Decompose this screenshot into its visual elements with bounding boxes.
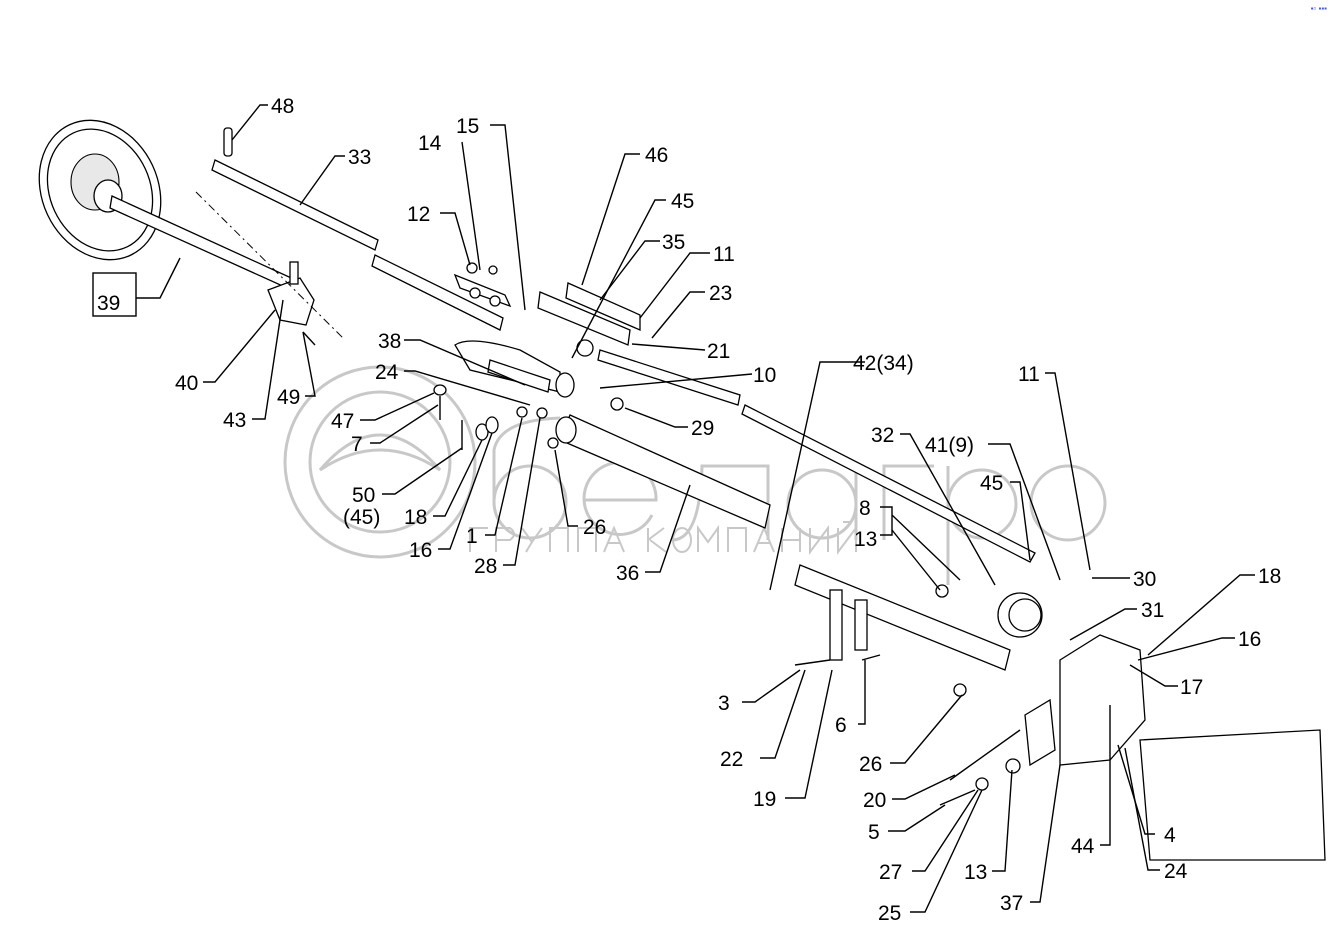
callout-49: 49 (277, 386, 300, 409)
callout-50: 50 (352, 484, 375, 507)
bar-parts (211, 127, 1326, 861)
callout-18b: 18 (1258, 565, 1281, 588)
callout-45-paren: (45) (343, 506, 380, 529)
callout-47: 47 (331, 410, 354, 433)
callout-7: 7 (351, 433, 363, 456)
watermark-logo (283, 365, 1107, 585)
callout-8: 8 (859, 497, 871, 520)
callout-21: 21 (707, 340, 730, 363)
callout-24: 24 (375, 361, 399, 384)
callout-23: 23 (709, 282, 732, 305)
callout-48: 48 (271, 95, 294, 118)
callout-12: 12 (407, 203, 430, 226)
callout-1: 1 (466, 525, 478, 548)
callout-18: 18 (404, 506, 427, 529)
callout-44: 44 (1071, 835, 1095, 858)
callout-39: 39 (97, 292, 120, 315)
callout-15: 15 (456, 115, 479, 138)
callout-28: 28 (474, 555, 497, 578)
callout-37: 37 (1000, 892, 1023, 915)
callout-29: 29 (691, 417, 714, 440)
corner-mark: ▪▫ ▪▪▪ (1310, 4, 1327, 13)
callout-45b: 45 (980, 472, 1003, 495)
callout-24b: 24 (1164, 860, 1188, 883)
callout-32: 32 (871, 424, 894, 447)
leader-lines (92, 104, 1255, 913)
callout-17: 17 (1180, 676, 1203, 699)
callout-27: 27 (879, 861, 902, 884)
callout-38: 38 (378, 330, 401, 353)
callout-42-34: 42(34) (853, 352, 914, 375)
callout-43: 43 (223, 409, 246, 432)
callout-45: 45 (671, 190, 694, 213)
callout-19: 19 (753, 788, 776, 811)
callout-33: 33 (348, 146, 371, 169)
callout-4: 4 (1164, 824, 1176, 847)
callout-36: 36 (616, 562, 639, 585)
callout-22: 22 (720, 748, 743, 771)
callout-5: 5 (868, 821, 880, 844)
callout-20: 20 (863, 789, 886, 812)
callout-14: 14 (418, 132, 442, 155)
callout-30: 30 (1133, 568, 1156, 591)
callout-13b: 13 (964, 861, 987, 884)
callout-40: 40 (175, 372, 198, 395)
callout-16: 16 (409, 539, 432, 562)
callout-26b: 26 (859, 753, 882, 776)
callout-35: 35 (662, 231, 685, 254)
callout-11: 11 (713, 243, 735, 266)
callout-10: 10 (753, 364, 776, 387)
callout-26: 26 (583, 516, 606, 539)
callout-13: 13 (854, 528, 877, 551)
callout-41-9: 41(9) (925, 434, 974, 457)
callout-3: 3 (718, 692, 730, 715)
callout-6: 6 (835, 714, 847, 737)
callout-46: 46 (645, 144, 668, 167)
callout-labels: 48 33 15 14 46 45 12 35 11 23 39 38 21 2… (97, 95, 1281, 925)
callout-11b: 11 (1018, 363, 1040, 386)
disk-assembly (38, 119, 346, 341)
callout-25: 25 (878, 902, 901, 925)
callout-16b: 16 (1238, 628, 1261, 651)
callout-31: 31 (1141, 599, 1164, 622)
